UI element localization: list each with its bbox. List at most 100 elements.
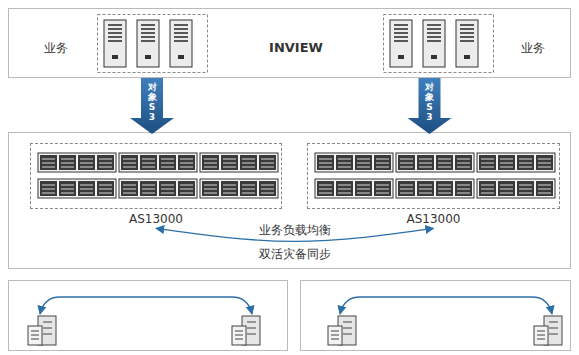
server-stripe [427, 40, 441, 42]
building-icon [328, 316, 356, 345]
drive-stripe [538, 159, 551, 160]
drive-stripe [438, 189, 451, 190]
server-button [464, 55, 470, 59]
drive-bay [336, 181, 353, 196]
drive-stripe [242, 189, 255, 190]
drive-stripe [80, 189, 93, 190]
disk-enclosure [200, 153, 278, 172]
disk-enclosure [38, 179, 116, 198]
storage-name: AS13000 [307, 209, 560, 226]
drive-stripe [357, 159, 370, 160]
server-stripe [427, 24, 441, 26]
building-front [534, 326, 548, 345]
drive-bay [479, 155, 496, 170]
server-stripe [108, 40, 122, 42]
equipment-icons [28, 20, 562, 345]
drive-stripe [457, 159, 470, 160]
drive-bay [240, 181, 257, 196]
server-stripe [141, 24, 155, 26]
protocol-label: 对象S3 [425, 83, 434, 123]
building-window [31, 331, 39, 332]
storage-frame [307, 143, 560, 209]
server-button [145, 55, 151, 59]
drive-stripe [204, 163, 217, 164]
disk-enclosure [119, 179, 197, 198]
drive-stripe [261, 163, 274, 164]
drive-bay [121, 155, 138, 170]
disk-enclosure [200, 179, 278, 198]
site-panel [9, 281, 288, 351]
drive-stripe [481, 159, 494, 160]
building-window [247, 334, 256, 335]
drive-bay [374, 181, 391, 196]
drive-bay [436, 155, 453, 170]
drive-stripe [180, 189, 193, 190]
drive-stripe [180, 193, 193, 194]
drive-stripe [519, 193, 532, 194]
drive-stripe [376, 189, 389, 190]
building-window [343, 328, 352, 329]
drive-stripe [99, 189, 112, 190]
drive-bay [40, 155, 57, 170]
building-window [235, 339, 243, 340]
server-stripe [141, 28, 155, 30]
drive-stripe [180, 167, 193, 168]
drive-bay [455, 155, 472, 170]
drive-bay [159, 181, 176, 196]
server-stripe [394, 40, 408, 42]
drive-stripe [204, 185, 217, 186]
drive-stripe [142, 159, 155, 160]
server-stripe [174, 32, 188, 34]
building-front [328, 326, 342, 345]
drive-stripe [481, 193, 494, 194]
drive-stripe [419, 159, 432, 160]
server-icon [170, 20, 192, 67]
drive-stripe [42, 189, 55, 190]
storage-frame [30, 143, 282, 209]
building-front [232, 326, 246, 345]
drive-stripe [261, 193, 274, 194]
building-window [331, 335, 339, 336]
drive-stripe [519, 189, 532, 190]
drive-bay [178, 155, 195, 170]
drive-bay [517, 155, 534, 170]
server-stripe [141, 40, 155, 42]
server-stripe [427, 28, 441, 30]
drive-bay [336, 155, 353, 170]
drive-stripe [161, 193, 174, 194]
drive-stripe [538, 193, 551, 194]
service-label: 业务 [44, 41, 68, 55]
drive-bay [455, 181, 472, 196]
drive-stripe [61, 163, 74, 164]
drive-stripe [519, 185, 532, 186]
drive-stripe [500, 189, 513, 190]
drive-stripe [204, 193, 217, 194]
drive-bay [374, 155, 391, 170]
drive-stripe [42, 185, 55, 186]
protocol-label: 对象S3 [148, 83, 157, 123]
enclosure-body [38, 179, 116, 198]
drive-stripe [419, 189, 432, 190]
drive-bay [221, 181, 238, 196]
server-stripe [108, 24, 122, 26]
drive-stripe [400, 189, 413, 190]
drive-stripe [538, 167, 551, 168]
server-icon [456, 20, 478, 67]
drive-stripe [500, 163, 513, 164]
drive-stripe [261, 167, 274, 168]
building-window [247, 322, 256, 323]
drive-bay [121, 181, 138, 196]
sync-arrow [40, 297, 252, 314]
drive-stripe [419, 167, 432, 168]
drive-stripe [123, 159, 136, 160]
drive-stripe [123, 185, 136, 186]
server-stripe [427, 32, 441, 34]
disk-enclosure [396, 179, 474, 198]
drive-bay [97, 181, 114, 196]
drive-stripe [142, 167, 155, 168]
drive-stripe [319, 159, 332, 160]
drive-stripe [61, 185, 74, 186]
drive-stripe [61, 159, 74, 160]
drive-stripe [457, 185, 470, 186]
server-icon [137, 20, 159, 67]
